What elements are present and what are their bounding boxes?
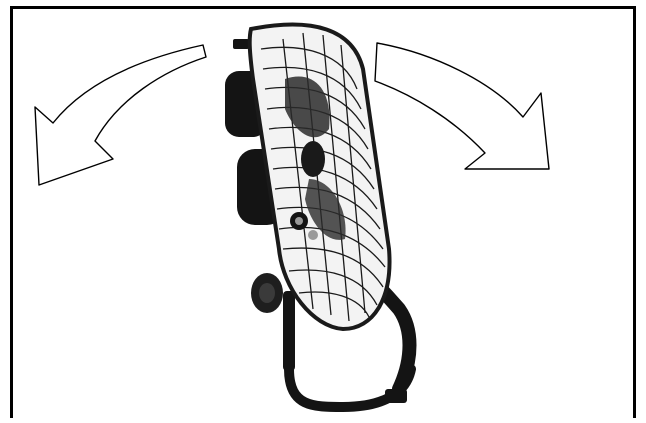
fan-illustration (34, 22, 550, 413)
image-frame (10, 6, 636, 418)
floor-fan (225, 22, 417, 413)
tilt-right-arrow-icon (374, 42, 550, 170)
tilt-left-arrow-icon (34, 44, 207, 186)
